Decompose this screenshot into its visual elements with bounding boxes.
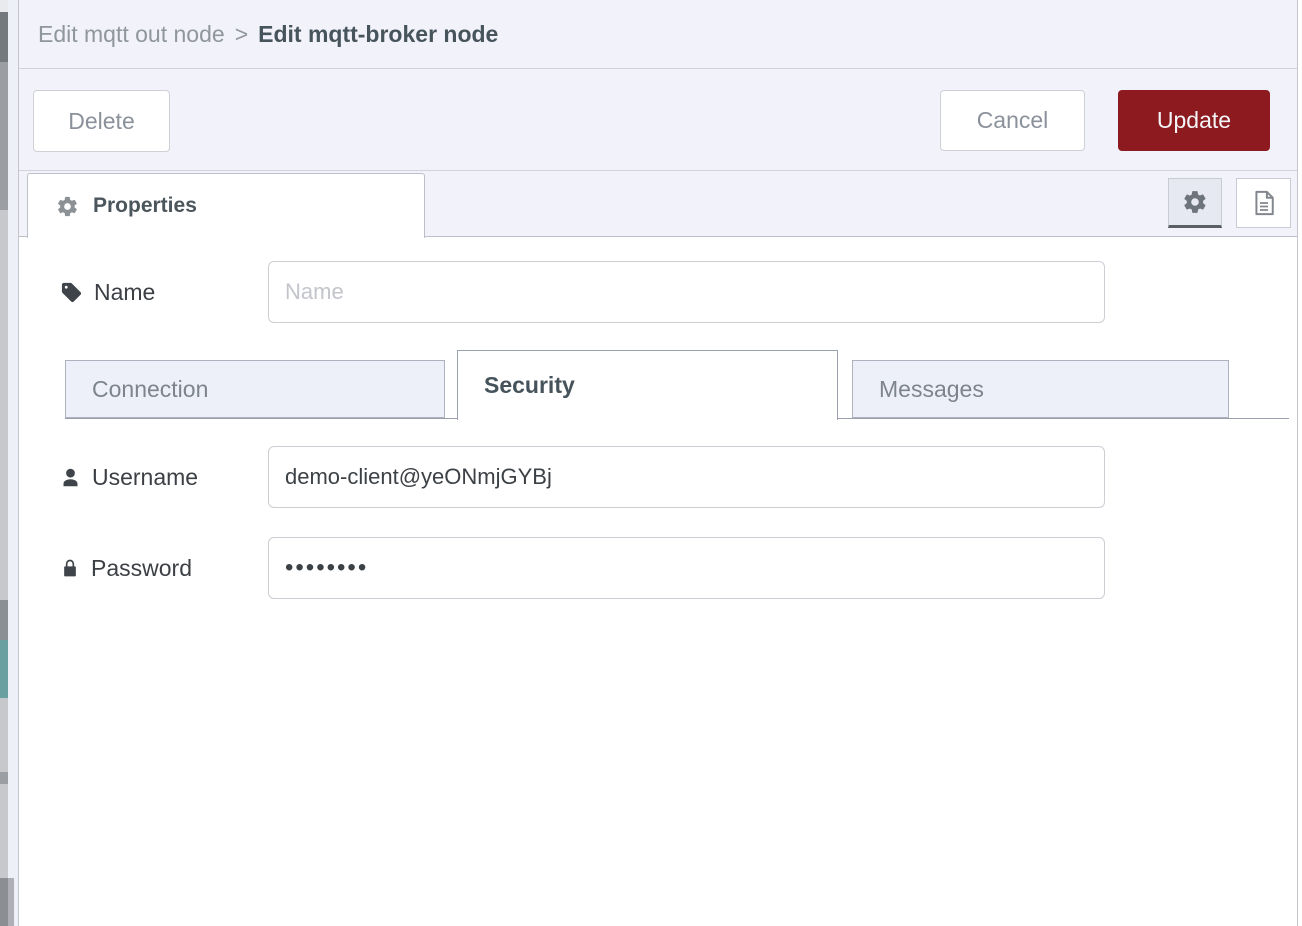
broker-config-tabs: Connection Security Messages <box>65 350 1289 420</box>
password-label: Password <box>60 537 192 599</box>
edit-description-button[interactable] <box>1236 178 1291 228</box>
username-label: Username <box>60 446 198 508</box>
file-text-icon <box>1250 189 1278 217</box>
edit-node-dialog: Edit mqtt out node > Edit mqtt-broker no… <box>18 0 1298 926</box>
node-config-form: Name Connection Security Messages <box>19 237 1297 926</box>
workspace-segment <box>0 0 8 12</box>
update-button[interactable]: Update <box>1118 90 1270 151</box>
password-input[interactable] <box>268 537 1105 599</box>
username-label-text: Username <box>92 463 199 490</box>
panel-gutter <box>8 0 19 926</box>
delete-button[interactable]: Delete <box>33 90 170 152</box>
workspace-segment <box>0 772 8 784</box>
cancel-button[interactable]: Cancel <box>940 90 1085 151</box>
workspace-segment <box>0 600 8 640</box>
cog-icon <box>56 195 79 218</box>
username-input[interactable] <box>268 446 1105 508</box>
dialog-tab-row: Properties <box>19 171 1297 238</box>
dialog-button-bar: Delete Cancel Update <box>19 69 1297 171</box>
name-row: Name <box>19 261 1297 323</box>
tab-security-label: Security <box>484 372 575 398</box>
scrollbar-thumb[interactable] <box>8 878 14 926</box>
tab-security[interactable]: Security <box>457 350 838 420</box>
breadcrumb-parent[interactable]: Edit mqtt out node <box>38 20 225 47</box>
tab-messages-label: Messages <box>879 375 984 402</box>
breadcrumb-separator: > <box>234 20 249 47</box>
edit-properties-button[interactable] <box>1168 178 1222 228</box>
name-label: Name <box>60 261 155 323</box>
workspace-segment <box>0 62 8 210</box>
background-workspace-strip <box>0 0 8 926</box>
name-input[interactable] <box>268 261 1105 323</box>
workspace-segment <box>0 878 8 926</box>
tab-messages[interactable]: Messages <box>852 360 1229 418</box>
username-row: Username <box>19 446 1297 508</box>
password-row: Password <box>19 537 1297 599</box>
tab-properties[interactable]: Properties <box>27 173 425 238</box>
tab-connection-label: Connection <box>92 375 209 402</box>
breadcrumb: Edit mqtt out node > Edit mqtt-broker no… <box>19 0 1297 69</box>
tab-connection[interactable]: Connection <box>65 360 445 418</box>
password-label-text: Password <box>91 554 192 581</box>
lock-icon <box>60 558 80 578</box>
breadcrumb-current: Edit mqtt-broker node <box>258 20 499 47</box>
name-label-text: Name <box>94 278 156 305</box>
workspace-segment <box>0 12 8 62</box>
tag-icon <box>60 281 83 304</box>
user-icon <box>60 467 81 488</box>
cog-icon <box>1182 189 1208 215</box>
tab-properties-label: Properties <box>93 194 197 217</box>
workspace-node-teal <box>0 640 8 698</box>
